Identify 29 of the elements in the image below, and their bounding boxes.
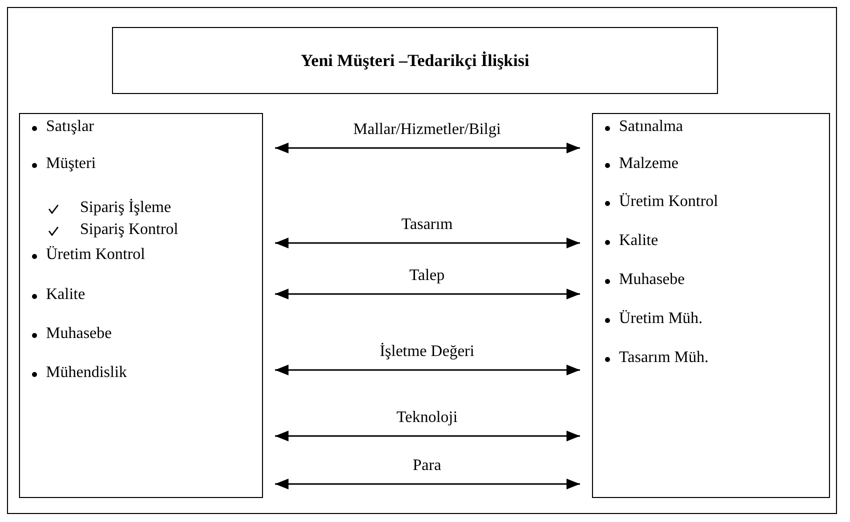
title-box (112, 27, 718, 94)
list-item: Üretim Kontrol (46, 246, 146, 264)
double-arrow (275, 478, 580, 490)
list-item: Mühendislik (46, 364, 127, 382)
list-item: Üretim Müh. (619, 310, 703, 328)
double-arrow (275, 288, 580, 300)
list-item: Malzeme (619, 155, 679, 173)
double-arrow (275, 364, 580, 376)
double-arrow (275, 430, 580, 442)
double-arrow (275, 238, 580, 248)
list-item: Sipariş İşleme (80, 199, 172, 217)
list-item: Muhasebe (46, 325, 112, 343)
list-item: Satınalma (619, 118, 683, 136)
list-item: Üretim Kontrol (619, 193, 718, 211)
list-box (19, 113, 263, 498)
list-item: Kalite (619, 232, 658, 250)
edge-label: İşletme Değeri (378, 343, 476, 361)
list-item: Müşteri (46, 155, 96, 173)
edge-label: Teknoloji (394, 409, 460, 427)
list-item: Sipariş Kontrol (80, 221, 178, 239)
list-box (592, 113, 830, 498)
double-arrow (275, 142, 580, 154)
list-item: Muhasebe (619, 271, 685, 289)
list-item: Tasarım Müh. (619, 349, 709, 367)
list-item: Kalite (46, 286, 86, 304)
edge-label: Mallar/Hizmetler/Bilgi (351, 121, 503, 139)
edge-label: Talep (407, 267, 447, 285)
list-item: Satışlar (46, 118, 94, 136)
title: Yeni Müşteri –Tedarikçi İlişkisi (300, 50, 530, 70)
